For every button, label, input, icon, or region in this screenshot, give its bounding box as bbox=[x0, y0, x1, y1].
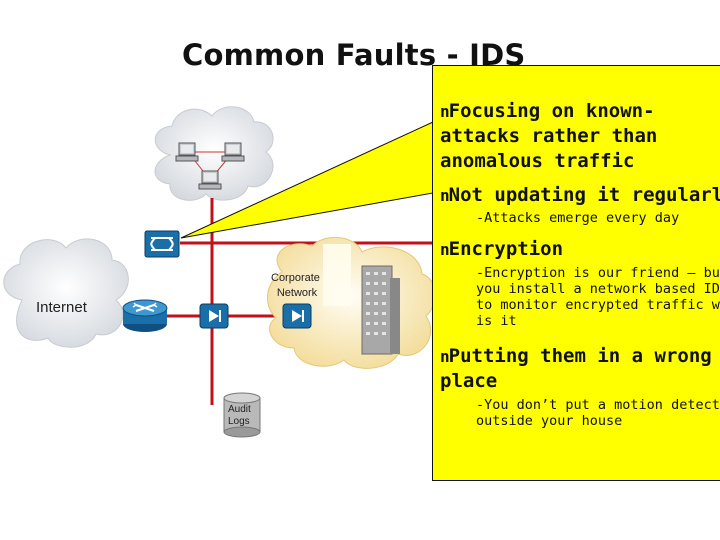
sub-bullet-text: -Attacks emerge every day bbox=[476, 210, 680, 226]
internet-label: Internet bbox=[36, 299, 88, 316]
sub-bullet-text: outside your house bbox=[476, 413, 623, 429]
firewall-icon bbox=[144, 230, 180, 258]
workstation-icon bbox=[198, 170, 222, 190]
sub-bullet-text: you install a network based IDS bbox=[476, 281, 720, 297]
bullet-marker: n bbox=[440, 240, 450, 259]
workstation-icon bbox=[175, 142, 199, 162]
sub-bullet-text: is it bbox=[476, 313, 517, 329]
sub-bullet-text: -You don’t put a motion detector bbox=[476, 397, 720, 413]
bullet-text: Putting them in a wrong bbox=[448, 345, 712, 367]
router-icon bbox=[122, 299, 168, 332]
bullet-text: Focusing on known- bbox=[448, 100, 655, 122]
sub-bullet-text: to monitor encrypted traffic what bbox=[476, 297, 720, 313]
white-panel bbox=[323, 244, 351, 306]
bullet-text: anomalous traffic bbox=[440, 150, 635, 172]
bullet-text: attacks rather than bbox=[440, 125, 658, 147]
sub-bullet-text: -Encryption is our friend – but if bbox=[476, 265, 720, 281]
bullet-text: Not updating it regularly bbox=[448, 184, 720, 206]
bullet-text: Encryption bbox=[448, 238, 564, 260]
bullet-marker: n bbox=[440, 102, 450, 121]
bullet-item: nNot updating it regularly bbox=[440, 183, 720, 208]
bullet-item: nEncryption bbox=[440, 237, 563, 262]
callout-box: nFocusing on known- attacks rather than … bbox=[432, 65, 720, 481]
corporate-network-cloud: Corporate Network bbox=[267, 236, 436, 369]
office-building-icon bbox=[361, 265, 400, 355]
ids-sensor-icon bbox=[199, 303, 229, 329]
audit-logs-label: Audit Logs bbox=[228, 404, 254, 427]
internet-cloud: Internet bbox=[3, 238, 129, 348]
workstation-icon bbox=[221, 142, 245, 162]
bullet-item: nFocusing on known- bbox=[440, 99, 655, 124]
ids-sensor-icon bbox=[282, 303, 312, 329]
bullet-marker: n bbox=[440, 347, 450, 366]
bullet-text: place bbox=[440, 370, 498, 392]
bullet-item: nPutting them in a wrong bbox=[440, 344, 712, 369]
bullet-marker: n bbox=[440, 186, 450, 205]
corporate-network-label: Corporate Network bbox=[271, 272, 323, 299]
workstation-cloud bbox=[154, 106, 274, 201]
audit-logs-database-icon: Audit Logs bbox=[223, 392, 261, 438]
